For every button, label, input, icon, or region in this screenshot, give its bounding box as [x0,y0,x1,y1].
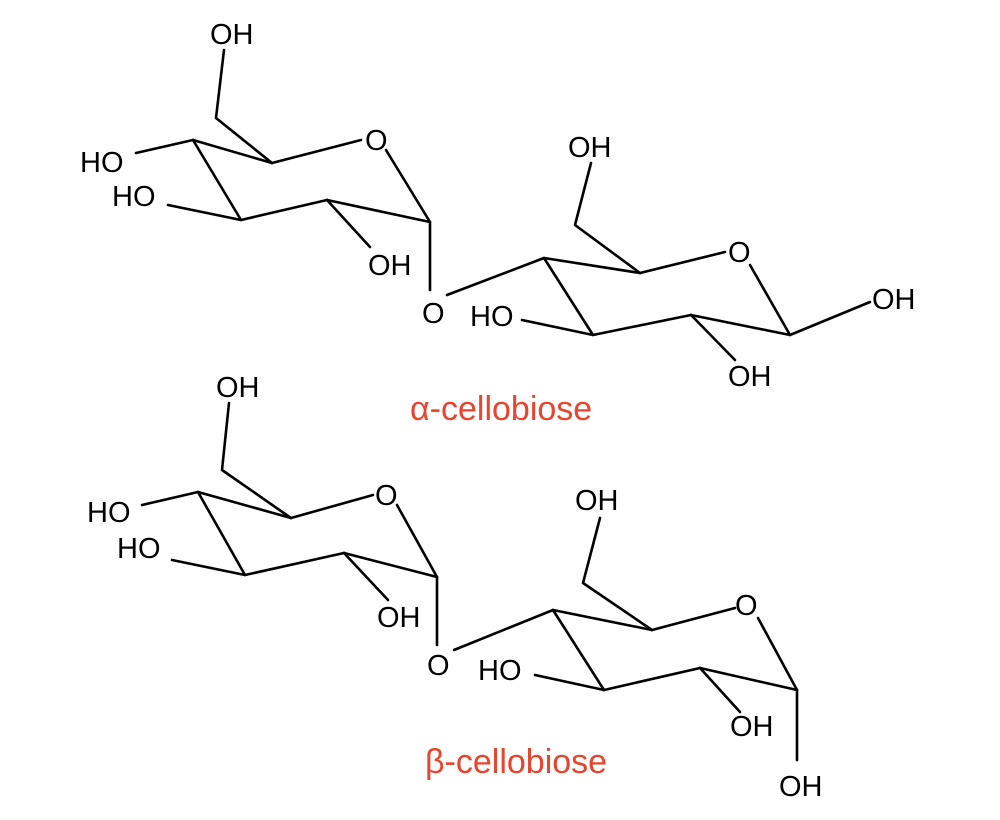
alpha-cellobiose-structure: OH HO HO O OH O OH HO O OH OH α-cellobio… [80,19,916,428]
beta-cellobiose-structure: OH HO HO O OH O OH HO O OH OH β-cellobio… [87,372,823,803]
beta-glycosidic-bond [452,608,555,652]
beta-ring2-c3-label: HO [478,655,522,687]
alpha-ring1-bonds [134,48,432,292]
alpha-link-oxygen-label: O [422,298,445,330]
beta-ring1-c4-label: HO [87,497,131,529]
alpha-cellobiose-name: α-cellobiose [410,390,592,428]
alpha-ring1-c3-label: HO [112,181,156,213]
alpha-ring2-ch2oh-label: OH [568,132,612,164]
alpha-ring2-bonds [520,161,872,362]
beta-cellobiose-name: β-cellobiose [425,743,607,781]
beta-ring1-c3-label: HO [117,533,161,565]
beta-ring1-oxygen-label: O [375,480,398,512]
beta-ring2-bonds [533,516,799,762]
beta-ring2-oxygen-label: O [735,590,758,622]
alpha-ring2-c1-label: OH [872,284,916,316]
beta-link-oxygen-label: O [427,650,450,682]
alpha-ring1-c2-label: OH [368,250,412,282]
beta-ring1-c2-label: OH [377,602,421,634]
beta-ring2-ch2oh-label: OH [575,485,619,517]
alpha-ring2-c3-label: HO [470,301,514,333]
alpha-ring2-c2-label: OH [728,361,772,393]
alpha-ring1-c4-label: HO [80,147,124,179]
alpha-ring1-oxygen-label: O [365,125,388,157]
alpha-glycosidic-bond [445,256,546,297]
beta-ring1-ch2oh-label: OH [216,372,260,404]
alpha-ring2-oxygen-label: O [728,237,751,269]
beta-ring1-bonds [140,401,439,647]
beta-ring2-c2-label: OH [730,711,774,743]
alpha-ring1-ch2oh-label: OH [210,19,254,51]
beta-ring2-c1-label: OH [779,771,823,803]
